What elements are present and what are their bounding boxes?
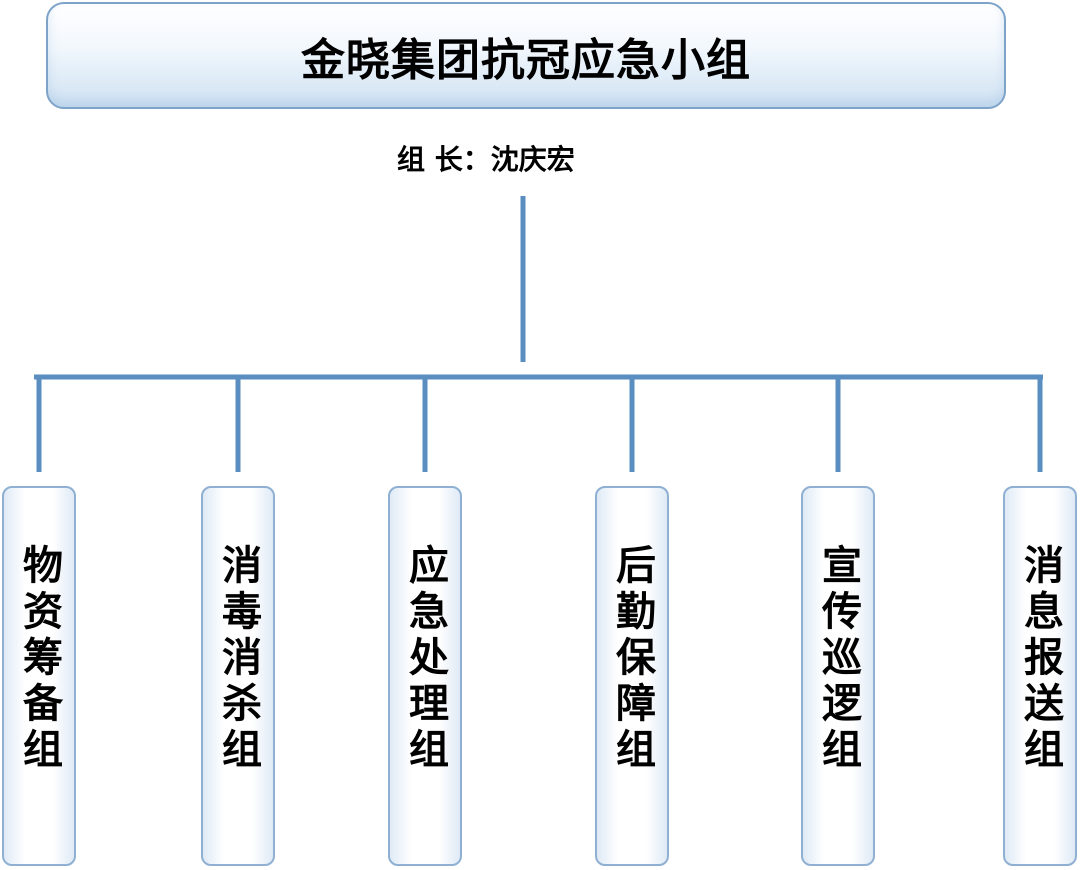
title-box: 金晓集团抗冠应急小组	[46, 2, 1006, 109]
group-box-4: 后勤保障组	[595, 486, 669, 866]
group-label: 消毒消杀组	[215, 544, 261, 774]
group-box-1: 物资筹备组	[2, 486, 76, 866]
leader-name: 沈庆宏	[490, 143, 575, 176]
group-label: 消息报送组	[1017, 544, 1063, 774]
group-label: 后勤保障组	[609, 544, 655, 774]
group-label: 应急处理组	[402, 544, 448, 774]
leader-line: 组 长：沈庆宏	[397, 138, 575, 178]
group-label: 宣传巡逻组	[815, 544, 861, 774]
org-title: 金晓集团抗冠应急小组	[301, 34, 751, 86]
group-box-2: 消毒消杀组	[201, 486, 275, 866]
leader-label: 组 长：	[397, 143, 491, 176]
group-box-3: 应急处理组	[388, 486, 462, 866]
group-box-5: 宣传巡逻组	[801, 486, 875, 866]
group-box-6: 消息报送组	[1003, 486, 1077, 866]
group-label: 物资筹备组	[16, 544, 62, 774]
